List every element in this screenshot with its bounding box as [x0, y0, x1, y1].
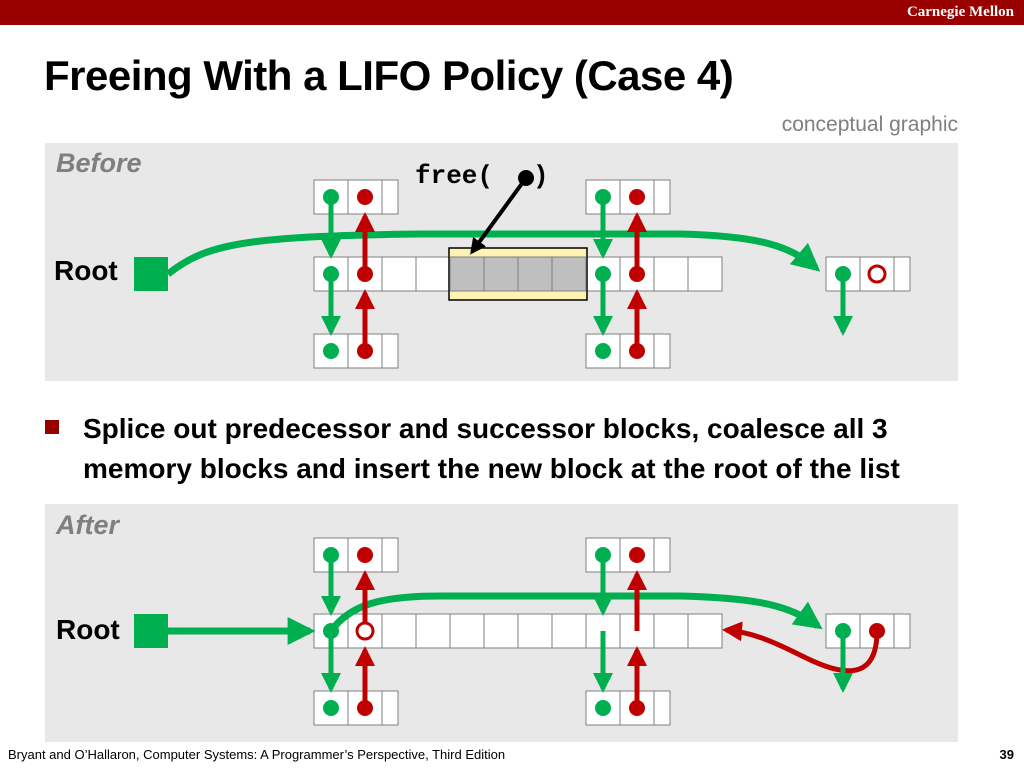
slide-title: Freeing With a LIFO Policy (Case 4)	[44, 52, 734, 99]
after-root-node	[134, 614, 168, 648]
page-number: 39	[999, 747, 1014, 762]
last-prev-arrow	[722, 621, 880, 674]
footer-citation: Bryant and O’Hallaron, Computer Systems:…	[8, 747, 506, 762]
free-call-label: free(	[415, 161, 493, 191]
new-block-next-arrow	[328, 592, 823, 634]
after-root-label: Root	[56, 614, 120, 645]
root-next-arrow	[165, 230, 821, 277]
bullet-text: Splice out predecessor and successor blo…	[83, 413, 900, 484]
pointer-dots-after	[323, 547, 885, 716]
freed-block	[448, 247, 588, 301]
brand-name: Carnegie Mellon	[906, 4, 1014, 20]
before-diagram: free( )	[134, 161, 911, 369]
free-pointer-arrow	[470, 176, 528, 255]
before-root-label: Root	[54, 255, 118, 286]
coalesced-block	[313, 613, 723, 649]
root-node	[134, 257, 168, 291]
free-call-label-end: )	[533, 161, 549, 191]
bullet-marker	[45, 420, 59, 434]
pointer-dots-before	[323, 189, 887, 359]
slide-subtitle: conceptual graphic	[781, 113, 958, 136]
brand-bar: Carnegie Mellon	[0, 0, 1024, 25]
after-label: After	[56, 510, 120, 540]
before-label: Before	[56, 148, 142, 178]
after-diagram	[134, 537, 911, 726]
last-free-block	[825, 256, 911, 292]
